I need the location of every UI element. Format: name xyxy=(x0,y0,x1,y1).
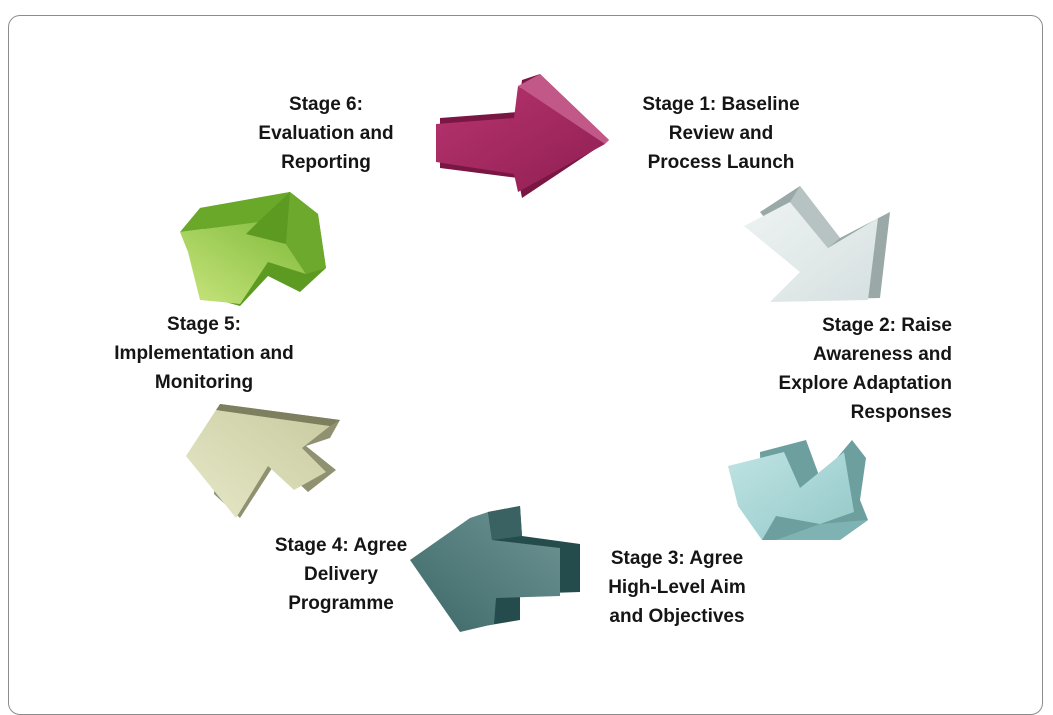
stage-4-arrow xyxy=(410,506,580,632)
stage-2-label: Stage 2: Raise Awareness and Explore Ada… xyxy=(778,315,952,423)
stage-4-label: Stage 4: Agree Delivery Programme xyxy=(274,535,408,614)
stage-1-arrow xyxy=(436,74,609,198)
cycle-diagram xyxy=(180,74,890,632)
stage-5-arrow xyxy=(186,404,340,518)
stage-2-arrow xyxy=(744,186,890,302)
stage-6-label: Stage 6: Evaluation and Reporting xyxy=(258,94,394,173)
stage-3-arrow xyxy=(728,440,868,540)
stage-5-label: Stage 5: Implementation and Monitoring xyxy=(114,314,294,393)
stage-6-arrow xyxy=(180,192,326,306)
stage-3-label: Stage 3: Agree High-Level Aim and Object… xyxy=(608,548,746,627)
stage-1-label: Stage 1: Baseline Review and Process Lau… xyxy=(642,94,800,173)
